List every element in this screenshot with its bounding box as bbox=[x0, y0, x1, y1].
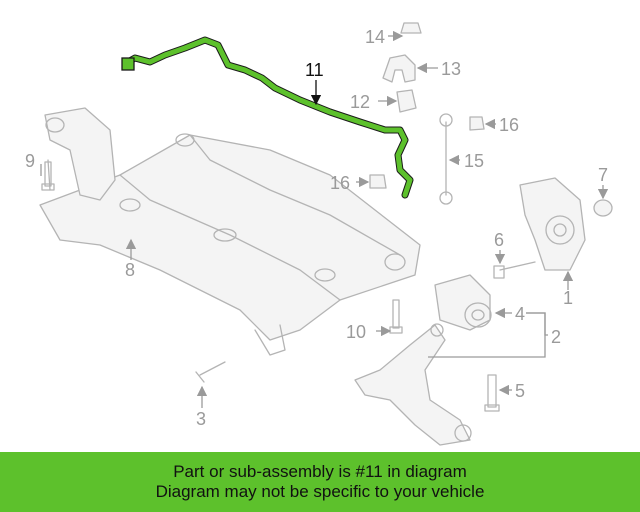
callout-7: 7 bbox=[598, 165, 608, 185]
bolt-10 bbox=[389, 299, 403, 334]
callout-3: 3 bbox=[196, 409, 206, 429]
leader-lines bbox=[40, 30, 609, 408]
callout-15: 15 bbox=[464, 151, 484, 171]
callout-1: 1 bbox=[563, 288, 573, 308]
callout-10: 10 bbox=[346, 322, 366, 342]
info-banner: Part or sub-assembly is #11 in diagram D… bbox=[0, 452, 640, 512]
stabilizer-bar bbox=[121, 36, 414, 199]
steering-knuckle bbox=[519, 177, 586, 271]
banner-line-2: Diagram may not be specific to your vehi… bbox=[155, 482, 485, 501]
clamp-13 bbox=[382, 54, 416, 83]
nut-16a bbox=[469, 116, 485, 131]
callout-11: 11 bbox=[305, 60, 324, 80]
bolt-3 bbox=[195, 361, 226, 383]
callout-2: 2 bbox=[551, 327, 561, 347]
bushing-7 bbox=[593, 199, 613, 217]
control-arm bbox=[354, 323, 472, 446]
nut-16b bbox=[369, 174, 387, 189]
link-15 bbox=[439, 113, 453, 205]
callout-14: 14 bbox=[365, 27, 385, 47]
callout-16a: 16 bbox=[499, 115, 519, 135]
nut-14 bbox=[400, 22, 422, 34]
subframe bbox=[39, 133, 421, 356]
callout-6: 6 bbox=[494, 230, 504, 250]
bolt-6 bbox=[493, 261, 536, 279]
callout-16b: 16 bbox=[330, 173, 350, 193]
left-bracket bbox=[44, 107, 116, 201]
callout-4: 4 bbox=[515, 304, 525, 324]
callout-8: 8 bbox=[125, 260, 135, 280]
banner-line-1: Part or sub-assembly is #11 in diagram bbox=[173, 462, 467, 481]
callout-12: 12 bbox=[350, 92, 370, 112]
bushing-12 bbox=[396, 89, 417, 113]
bolt-5 bbox=[484, 374, 500, 412]
bushing bbox=[434, 274, 492, 331]
callout-13: 13 bbox=[441, 59, 461, 79]
callout-5: 5 bbox=[515, 381, 525, 401]
callout-9: 9 bbox=[25, 151, 35, 171]
parts-diagram: 1 2 3 4 5 6 7 8 9 10 11 12 13 14 15 16 1… bbox=[25, 22, 613, 446]
bolt-9 bbox=[41, 161, 55, 191]
